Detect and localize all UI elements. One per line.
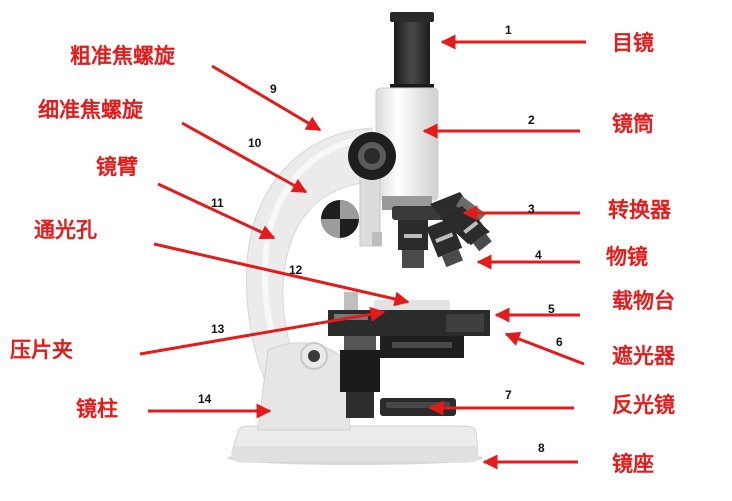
part-number-7: 7 <box>505 388 512 402</box>
stage <box>328 292 490 358</box>
part-number-2: 2 <box>528 113 535 127</box>
eyepiece <box>390 12 434 92</box>
part-number-13: 13 <box>211 322 225 336</box>
label-arm: 镜臂 <box>96 155 138 179</box>
part-number-12: 12 <box>289 263 303 277</box>
part-number-14: 14 <box>198 392 212 406</box>
stage-column <box>340 336 380 418</box>
part-number-10: 10 <box>248 136 262 150</box>
part-number-9: 9 <box>270 82 277 96</box>
arrow-11 <box>157 182 276 240</box>
part-number-5: 5 <box>548 302 555 316</box>
part-number-6: 6 <box>556 335 563 349</box>
label-coarse-focus: 粗准焦螺旋 <box>70 44 175 68</box>
arrow-9 <box>211 64 322 132</box>
part-number-3: 3 <box>528 202 535 216</box>
microscope-illustration <box>227 12 492 465</box>
label-body-tube: 镜筒 <box>612 112 654 136</box>
label-mirror: 反光镜 <box>612 393 675 417</box>
label-stage-clip: 压片夹 <box>10 338 73 362</box>
arrow-12 <box>153 242 410 307</box>
label-nosepiece: 转换器 <box>608 198 671 222</box>
label-diaphragm: 遮光器 <box>612 344 675 368</box>
part-number-1: 1 <box>505 23 512 37</box>
objective-lenses <box>398 209 492 268</box>
arrow-10 <box>181 121 308 194</box>
label-pillar: 镜柱 <box>76 397 118 421</box>
arrow-13 <box>139 306 386 356</box>
label-base: 镜座 <box>612 452 654 476</box>
microscope-arm <box>246 127 373 431</box>
part-number-8: 8 <box>538 441 545 455</box>
arrow-6 <box>504 331 585 366</box>
label-objective: 物镜 <box>606 245 648 269</box>
fine-focus-knob <box>321 200 359 238</box>
label-stage: 载物台 <box>612 289 675 313</box>
label-eyepiece: 目镜 <box>612 31 654 55</box>
label-fine-focus: 细准焦螺旋 <box>38 98 143 122</box>
part-number-11: 11 <box>211 196 224 210</box>
microscope-base <box>227 425 483 465</box>
coarse-focus-knob <box>348 132 396 180</box>
pointer-arrows <box>139 34 586 470</box>
label-light-hole: 通光孔 <box>34 218 97 242</box>
part-number-4: 4 <box>535 248 542 262</box>
